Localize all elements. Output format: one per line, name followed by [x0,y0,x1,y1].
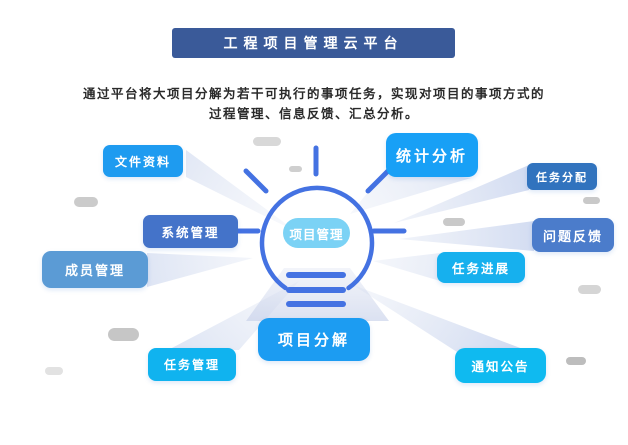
node-task-progress: 任务进展 [437,252,525,283]
lightbulb-icon [233,145,407,307]
decor-dash [108,328,139,341]
light-beams [147,150,534,352]
page-description: 通过平台将大项目分解为若干可执行的事项任务，实现对项目的事项方式的 过程管理、信… [0,84,628,124]
node-task-assign: 任务分配 [527,163,597,190]
page-title-banner: 工程项目管理云平台 [172,28,455,58]
node-file-docs: 文件资料 [103,145,183,177]
decor-dash [443,218,465,226]
node-member-mgmt: 成员管理 [42,251,148,288]
node-project-breakdown: 项目分解 [258,318,370,361]
description-line-1: 通过平台将大项目分解为若干可执行的事项任务，实现对项目的事项方式的 [82,87,545,101]
node-issue-feedback: 问题反馈 [532,218,614,252]
decor-dash [289,166,302,172]
decor-dash [74,197,98,207]
bulb-base-bars [286,272,346,307]
decor-dash [583,197,600,204]
decor-dash [253,137,281,146]
node-stats-analysis: 统计分析 [386,133,478,177]
bulb-light-cone [246,268,389,321]
node-task-mgmt: 任务管理 [148,348,236,381]
node-notice: 通知公告 [455,348,546,383]
bulb-ring [259,185,375,291]
node-system-mgmt: 系统管理 [143,215,238,248]
decor-dash [566,357,586,365]
bulb-rays [233,145,407,234]
decor-dash [45,367,63,375]
description-line-2: 过程管理、信息反馈、汇总分析。 [208,107,419,121]
hub-label-project-management: 项目管理 [283,218,350,248]
decor-dash [578,285,601,294]
